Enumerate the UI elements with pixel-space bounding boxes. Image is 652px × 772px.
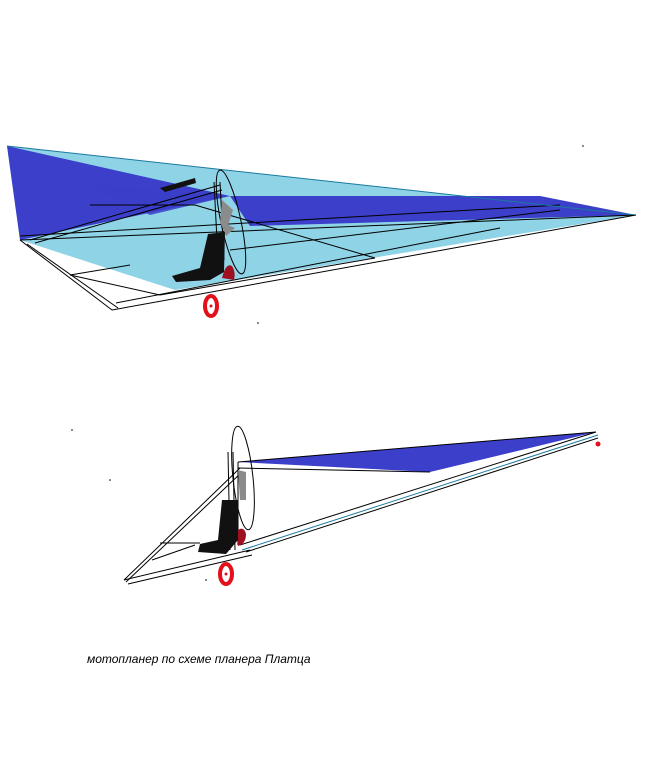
- caption: мотопланер по схеме планера Платца: [87, 652, 311, 666]
- side-propeller-hub: [238, 470, 246, 500]
- fuel-tank: [222, 265, 235, 280]
- wheel-hub: [209, 304, 213, 308]
- tail-marker: [595, 441, 601, 447]
- side-wing-sail: [238, 432, 596, 472]
- side-fuel-tank: [238, 528, 246, 546]
- leading-edge-detail: [160, 178, 196, 192]
- side-wheel-hub: [224, 572, 228, 576]
- side-engine-block: [198, 500, 238, 554]
- propeller-hub: [220, 200, 235, 236]
- wheel: [203, 294, 219, 318]
- side-propeller-disc: [231, 425, 255, 531]
- perspective-view: [6, 145, 637, 324]
- side-view: [71, 425, 601, 586]
- side-wheel: [218, 562, 234, 586]
- engine-block: [172, 232, 225, 282]
